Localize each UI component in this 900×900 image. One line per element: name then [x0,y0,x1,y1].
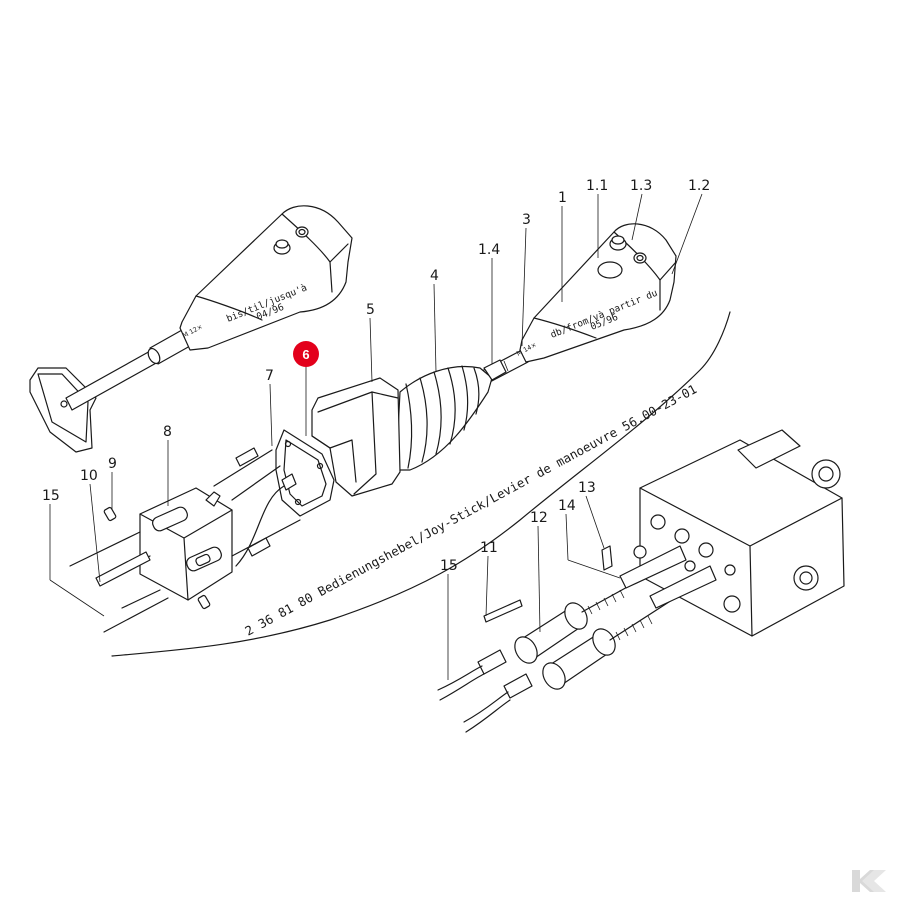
pins-screws-left [69,506,211,633]
callout-11: 11 [480,540,498,556]
callout-1: 1 [558,190,567,206]
cable-upper [213,449,281,501]
callout-15-right: 15 [440,558,458,574]
switch-block-part-8 [139,487,233,601]
control-cables-right [437,545,717,733]
leader-lines [49,193,703,680]
callout-1-1: 1.1 [586,178,608,194]
callout-15-left: 15 [42,488,60,504]
gasket-plate-part-6 [275,429,335,517]
callout-1-2: 1.2 [688,178,710,194]
shaft-old [65,349,159,411]
kramp-logo-icon [852,870,886,892]
valve-block [633,429,845,637]
callout-1-3: 1.3 [630,178,652,194]
callout-13: 13 [578,480,596,496]
callout-6: 6 [302,347,309,362]
section-divider-line [111,311,731,657]
new-handle-assembly: M 14× db/from/và partir du 05/96 [479,223,677,385]
callout-5: 5 [366,302,375,318]
lever-housing [311,377,401,497]
callout-labels: 1 1.1 1.3 1.2 1.4 3 4 5 7 8 9 10 15 11 1… [42,178,710,574]
callout-7: 7 [265,368,274,384]
bellows-boot [395,359,507,471]
highlight-badge [293,341,319,367]
callout-8: 8 [163,424,172,440]
callout-4: 4 [430,268,439,284]
callout-14: 14 [558,498,576,514]
old-handle-assembly: M 12× bis/til/jusqu'à 04/96 [29,205,353,453]
callout-12: 12 [530,510,548,526]
callout-1-4: 1.4 [478,242,500,258]
highlighted-callout-6[interactable]: 6 [293,341,319,367]
base-plate-old [29,367,97,453]
callout-3: 3 [522,212,531,228]
handle-body-old [179,205,353,351]
callout-9: 9 [108,456,117,472]
callout-10: 10 [80,468,98,484]
